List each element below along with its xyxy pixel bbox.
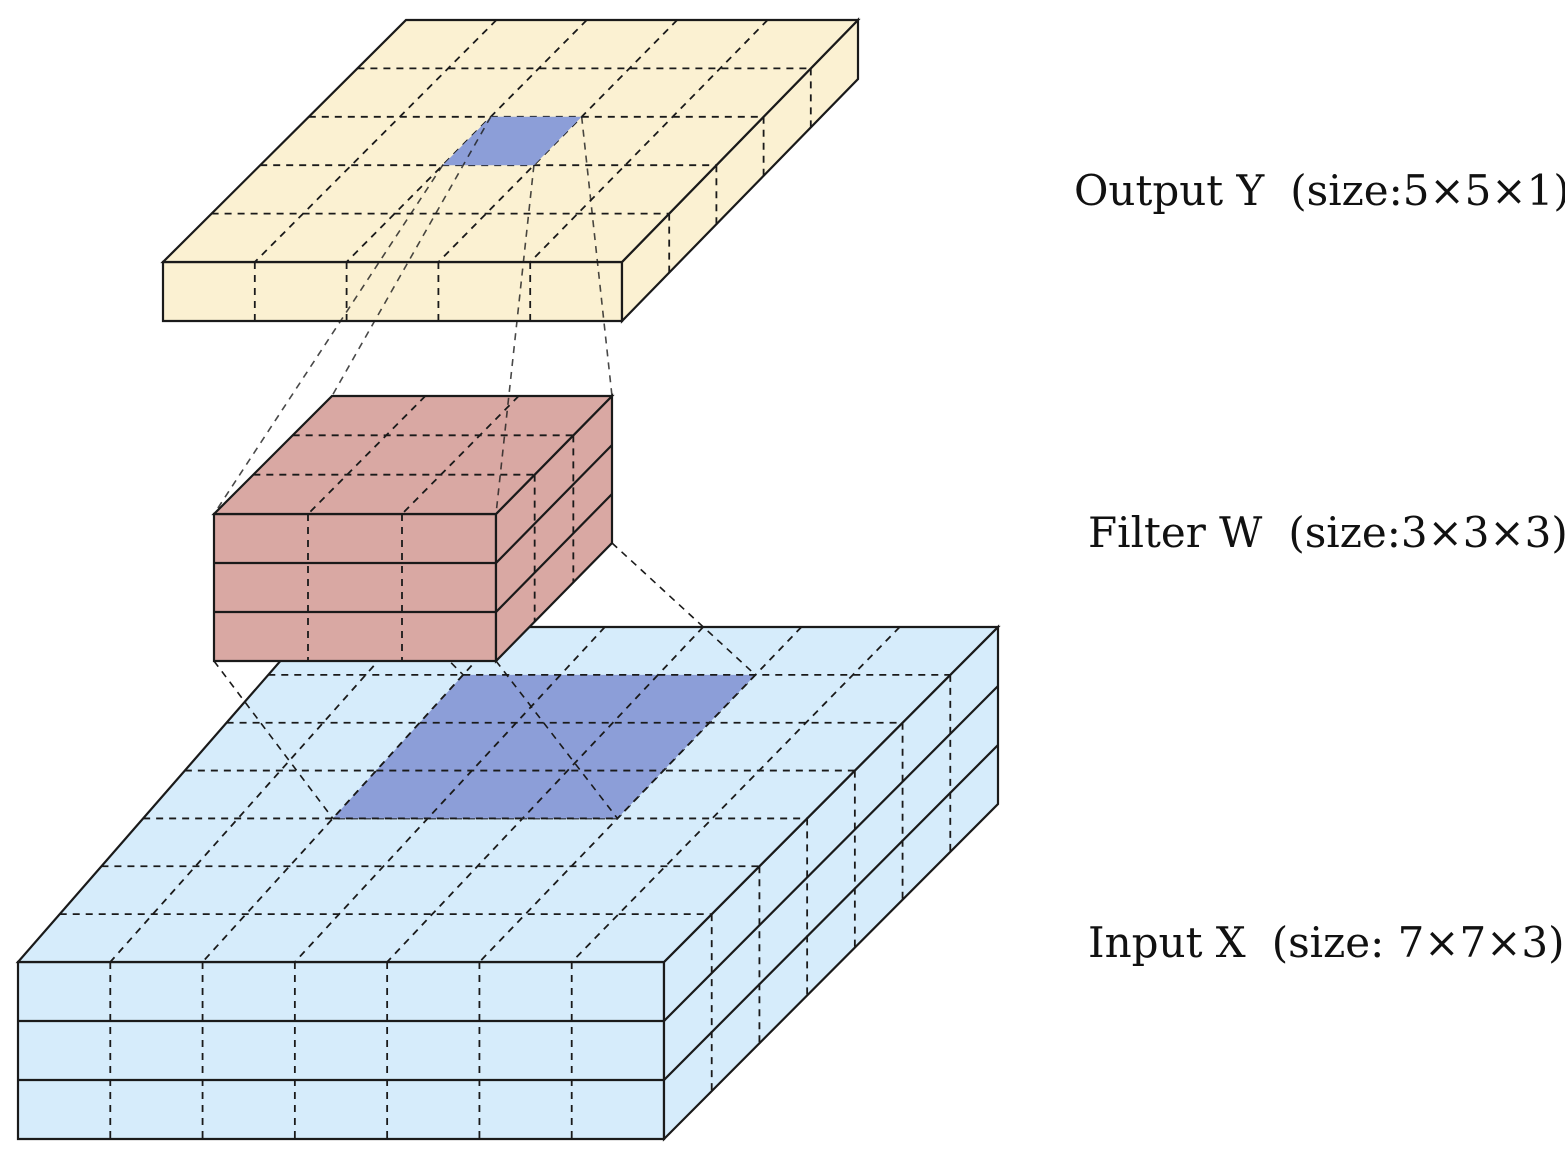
input-highlight-grid xyxy=(521,674,659,820)
input-channel-edge xyxy=(18,744,999,1082)
filter-label: Filter W (size:3×3×3) xyxy=(1088,508,1565,557)
output-to-filter-line xyxy=(331,116,492,397)
input-highlight-grid xyxy=(332,674,464,820)
output-to-filter-line xyxy=(580,116,613,397)
filter-w-volume xyxy=(211,393,615,664)
input-label: Input X (size: 7×7×3) xyxy=(1088,918,1565,967)
output-label: Output Y (size:5×5×1) xyxy=(1074,166,1565,215)
output-to-filter-line xyxy=(495,165,535,515)
filter-top-grid-col xyxy=(307,395,426,515)
input-highlight-grid xyxy=(427,674,562,820)
filter-to-input-line xyxy=(213,660,334,819)
input-top-grid-col xyxy=(109,626,409,963)
output-to-filter-line xyxy=(213,164,444,515)
output-front-face xyxy=(161,260,624,323)
filter-top-grid-col xyxy=(401,395,520,515)
input-channel-edge xyxy=(18,685,999,1023)
output-label-size: (size:5×5×1) xyxy=(1290,166,1565,215)
input-front-face xyxy=(16,960,666,1141)
output-y-volume xyxy=(160,17,861,324)
filter-label-name: Filter W xyxy=(1088,508,1263,557)
output-top-grid-col xyxy=(254,19,498,263)
output-top-grid-col xyxy=(529,19,769,263)
filter-channel-edge xyxy=(214,444,613,565)
output-label-name: Output Y xyxy=(1074,166,1265,215)
output-highlight-cell xyxy=(442,116,582,166)
input-top-grid-col xyxy=(294,626,606,963)
filter-label-size: (size:3×3×3) xyxy=(1288,508,1565,557)
input-highlight-region xyxy=(332,674,756,819)
input-top-grid-col xyxy=(571,626,901,963)
filter-to-input-line xyxy=(611,542,756,676)
input-receptive-field xyxy=(332,673,757,820)
input-label-name: Input X xyxy=(1088,918,1246,967)
projection-lines-top xyxy=(213,116,613,515)
input-label-size: (size: 7×7×3) xyxy=(1271,918,1565,967)
filter-front-face xyxy=(212,512,498,663)
input-top-grid-col xyxy=(386,626,704,963)
